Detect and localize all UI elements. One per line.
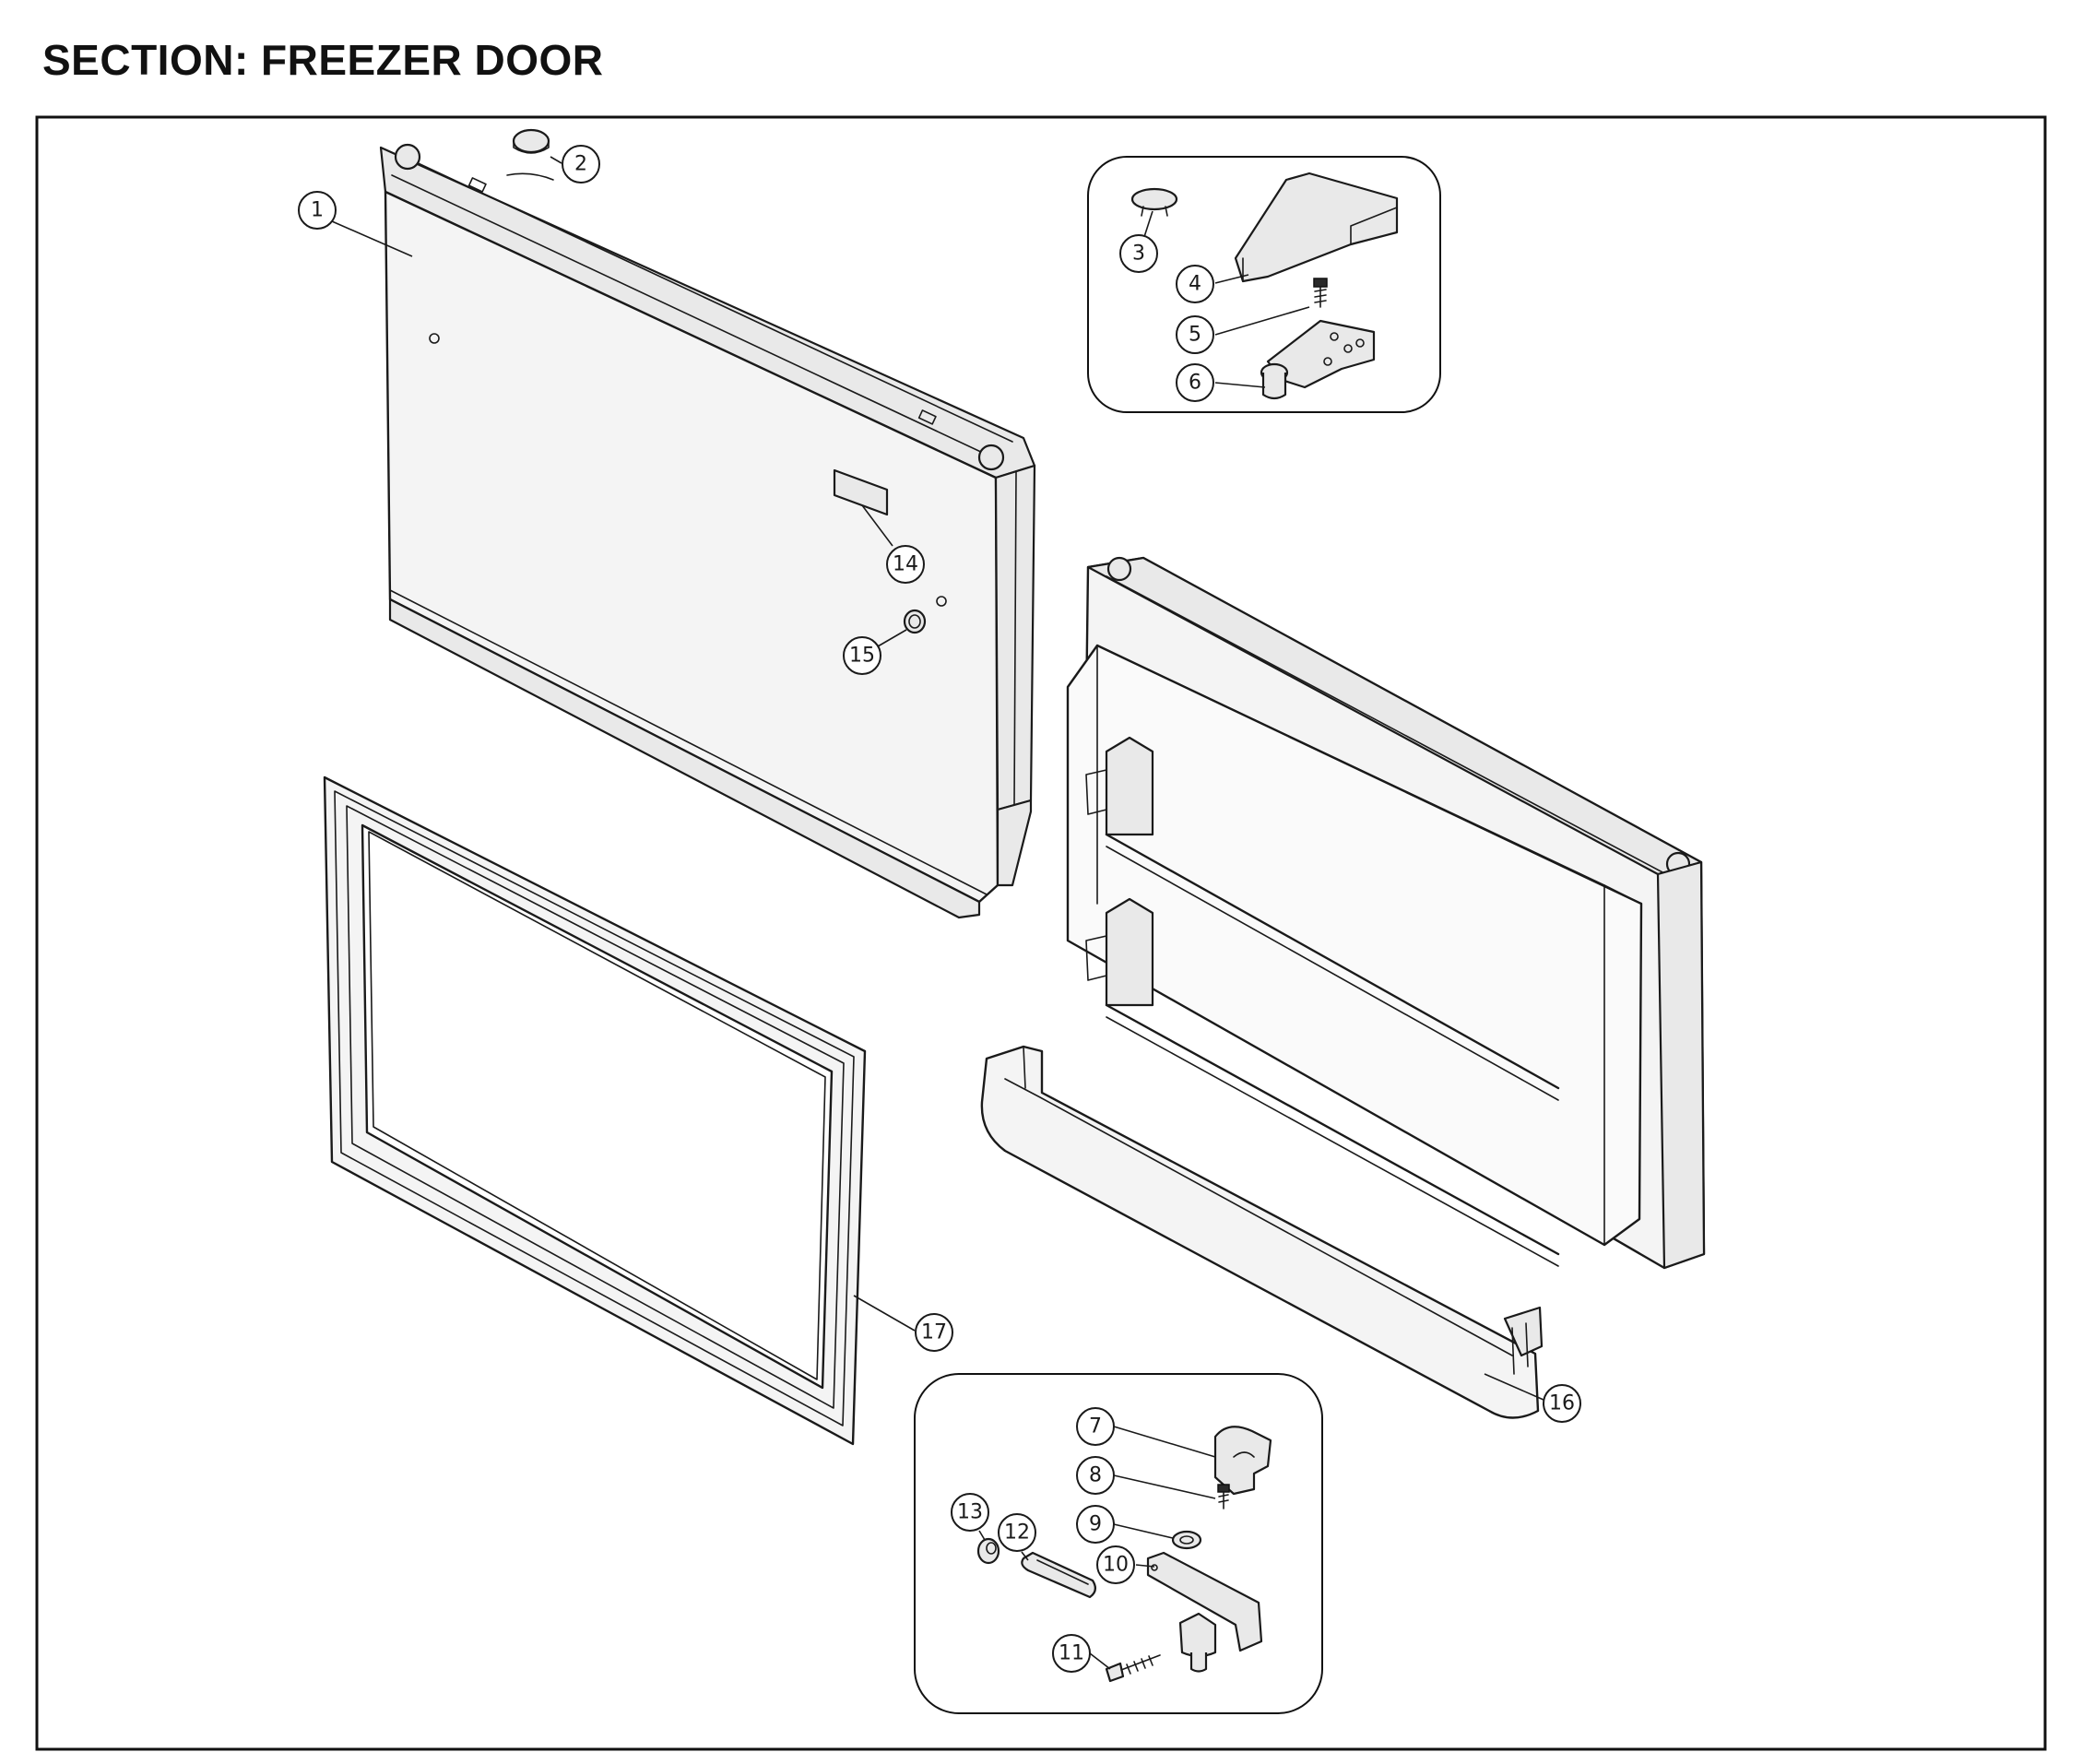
- hinge-bracket-6: [1260, 319, 1376, 400]
- leader-line-6: [1214, 382, 1266, 388]
- leader-line-14: [861, 504, 893, 547]
- callout-label: 1: [311, 199, 324, 222]
- hinge-cover-12: [1021, 1551, 1096, 1599]
- callout-15: 15: [843, 636, 881, 675]
- top-cap: [506, 128, 554, 181]
- door-inner-liner: [1066, 556, 1706, 1270]
- badge-ring: [903, 609, 927, 634]
- callout-label: 10: [1103, 1554, 1129, 1577]
- callout-3: 3: [1119, 234, 1158, 273]
- callout-5: 5: [1176, 315, 1214, 354]
- callout-9: 9: [1076, 1505, 1115, 1544]
- callout-13: 13: [951, 1493, 989, 1532]
- callout-label: 4: [1189, 273, 1201, 296]
- callout-7: 7: [1076, 1407, 1115, 1446]
- callout-16: 16: [1543, 1384, 1581, 1423]
- leader-line-4: [1214, 274, 1249, 284]
- leader-line-1: [331, 220, 413, 257]
- leader-line-12: [1021, 1551, 1029, 1561]
- name-plate: [833, 468, 889, 516]
- callout-label: 6: [1189, 372, 1201, 395]
- hinge-cover-4: [1234, 172, 1399, 283]
- hinge-cap-3: [1130, 187, 1178, 217]
- callout-4: 4: [1176, 265, 1214, 303]
- lower-hinge-inset: [914, 1373, 1323, 1714]
- hinge-cap-13: [976, 1537, 1000, 1565]
- callout-label: 16: [1549, 1392, 1575, 1415]
- callout-6: 6: [1176, 363, 1214, 402]
- hinge-pin-clip-7: [1213, 1426, 1272, 1496]
- leader-line-2: [550, 156, 562, 164]
- callout-8: 8: [1076, 1456, 1115, 1495]
- door-gasket: [323, 775, 867, 1446]
- leader-line-10: [1135, 1564, 1155, 1568]
- door-bin: [980, 1045, 1544, 1419]
- lower-hinge-10: [1146, 1551, 1263, 1673]
- leader-line-13: [978, 1530, 986, 1541]
- leader-line-17: [853, 1295, 916, 1332]
- hinge-screw-5: [1313, 278, 1328, 308]
- section-title: SECTION: FREEZER DOOR: [42, 36, 604, 84]
- callout-label: 5: [1189, 324, 1201, 347]
- callout-label: 2: [574, 153, 587, 176]
- leader-line-16: [1484, 1373, 1544, 1401]
- callout-10: 10: [1096, 1545, 1135, 1584]
- upper-hinge-inset: [1087, 156, 1441, 413]
- door-outer-panel: [379, 143, 1036, 919]
- callout-label: 13: [957, 1501, 983, 1524]
- leader-line-5: [1214, 306, 1310, 336]
- callout-2: 2: [562, 145, 600, 184]
- callout-14: 14: [886, 545, 925, 584]
- callout-label: 14: [893, 553, 918, 576]
- callout-17: 17: [915, 1313, 953, 1352]
- leader-line-8: [1113, 1474, 1216, 1499]
- callout-label: 3: [1132, 243, 1145, 266]
- callout-label: 12: [1004, 1521, 1030, 1545]
- leader-line-7: [1113, 1426, 1216, 1458]
- hinge-bolt-11: [1105, 1654, 1161, 1683]
- hinge-washer-9: [1171, 1530, 1202, 1550]
- diagram-frame: [35, 115, 2047, 1751]
- callout-12: 12: [998, 1513, 1036, 1552]
- callout-label: 11: [1059, 1642, 1084, 1665]
- callout-label: 17: [921, 1321, 947, 1344]
- hinge-screw-8: [1217, 1484, 1230, 1509]
- callout-11: 11: [1052, 1634, 1091, 1673]
- callout-label: 7: [1089, 1415, 1102, 1438]
- leader-line-9: [1113, 1523, 1174, 1539]
- callout-label: 8: [1089, 1464, 1102, 1487]
- callout-label: 15: [849, 645, 875, 668]
- leader-line-15: [877, 629, 907, 647]
- callout-1: 1: [298, 191, 337, 230]
- callout-label: 9: [1089, 1513, 1102, 1536]
- leader-line-11: [1089, 1652, 1111, 1670]
